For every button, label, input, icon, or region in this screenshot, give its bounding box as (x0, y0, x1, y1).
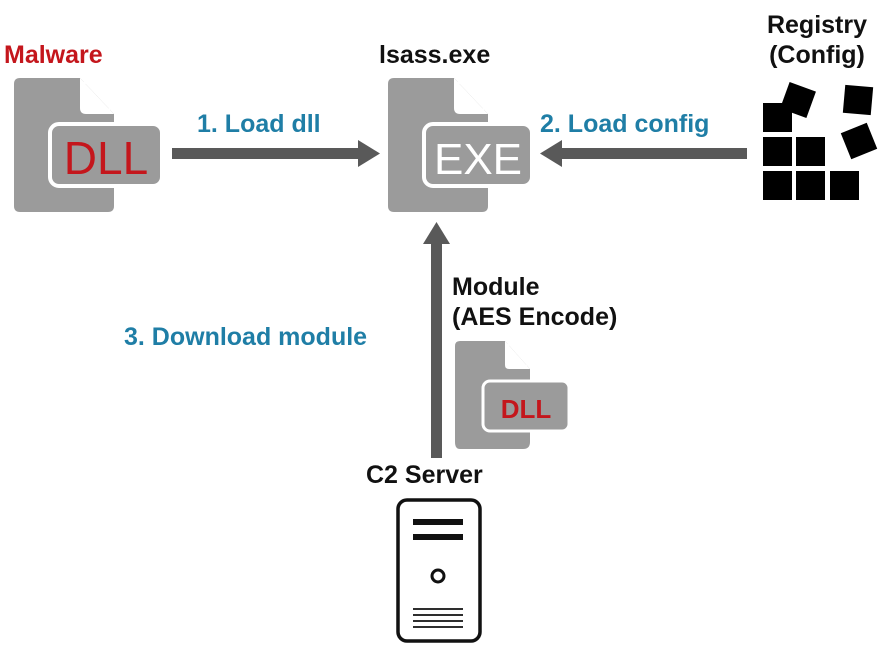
registry-blocks-icon (763, 82, 878, 200)
registry-label-line1: Registry (766, 11, 868, 39)
module-dll-text: DLL (501, 394, 552, 424)
module-label-line2: (AES Encode) (452, 303, 618, 331)
module-label: Module (AES Encode) (452, 272, 617, 332)
lsass-label: lsass.exe (379, 41, 491, 69)
lsass-exe-file-icon: EXE (388, 78, 534, 212)
server-icon (396, 498, 482, 643)
edge-label-load-dll: 1. Load dll (197, 110, 321, 138)
edge-label-load-config: 2. Load config (540, 110, 710, 138)
malware-label: Malware (4, 41, 103, 69)
module-label-line1: Module (452, 273, 540, 301)
malware-dll-text: DLL (64, 132, 148, 184)
c2-server-label: C2 Server (366, 461, 483, 489)
edge-label-download-module: 3. Download module (124, 323, 368, 351)
arrow-download-module (423, 222, 450, 458)
module-dll-file-icon: DLL (455, 341, 571, 449)
arrow-load-dll (172, 140, 380, 167)
arrow-load-config (540, 140, 747, 167)
lsass-exe-text: EXE (434, 135, 522, 184)
registry-label: Registry (Config) (752, 10, 882, 70)
registry-label-line2: (Config) (769, 41, 865, 69)
malware-dll-file-icon: DLL (14, 78, 164, 212)
